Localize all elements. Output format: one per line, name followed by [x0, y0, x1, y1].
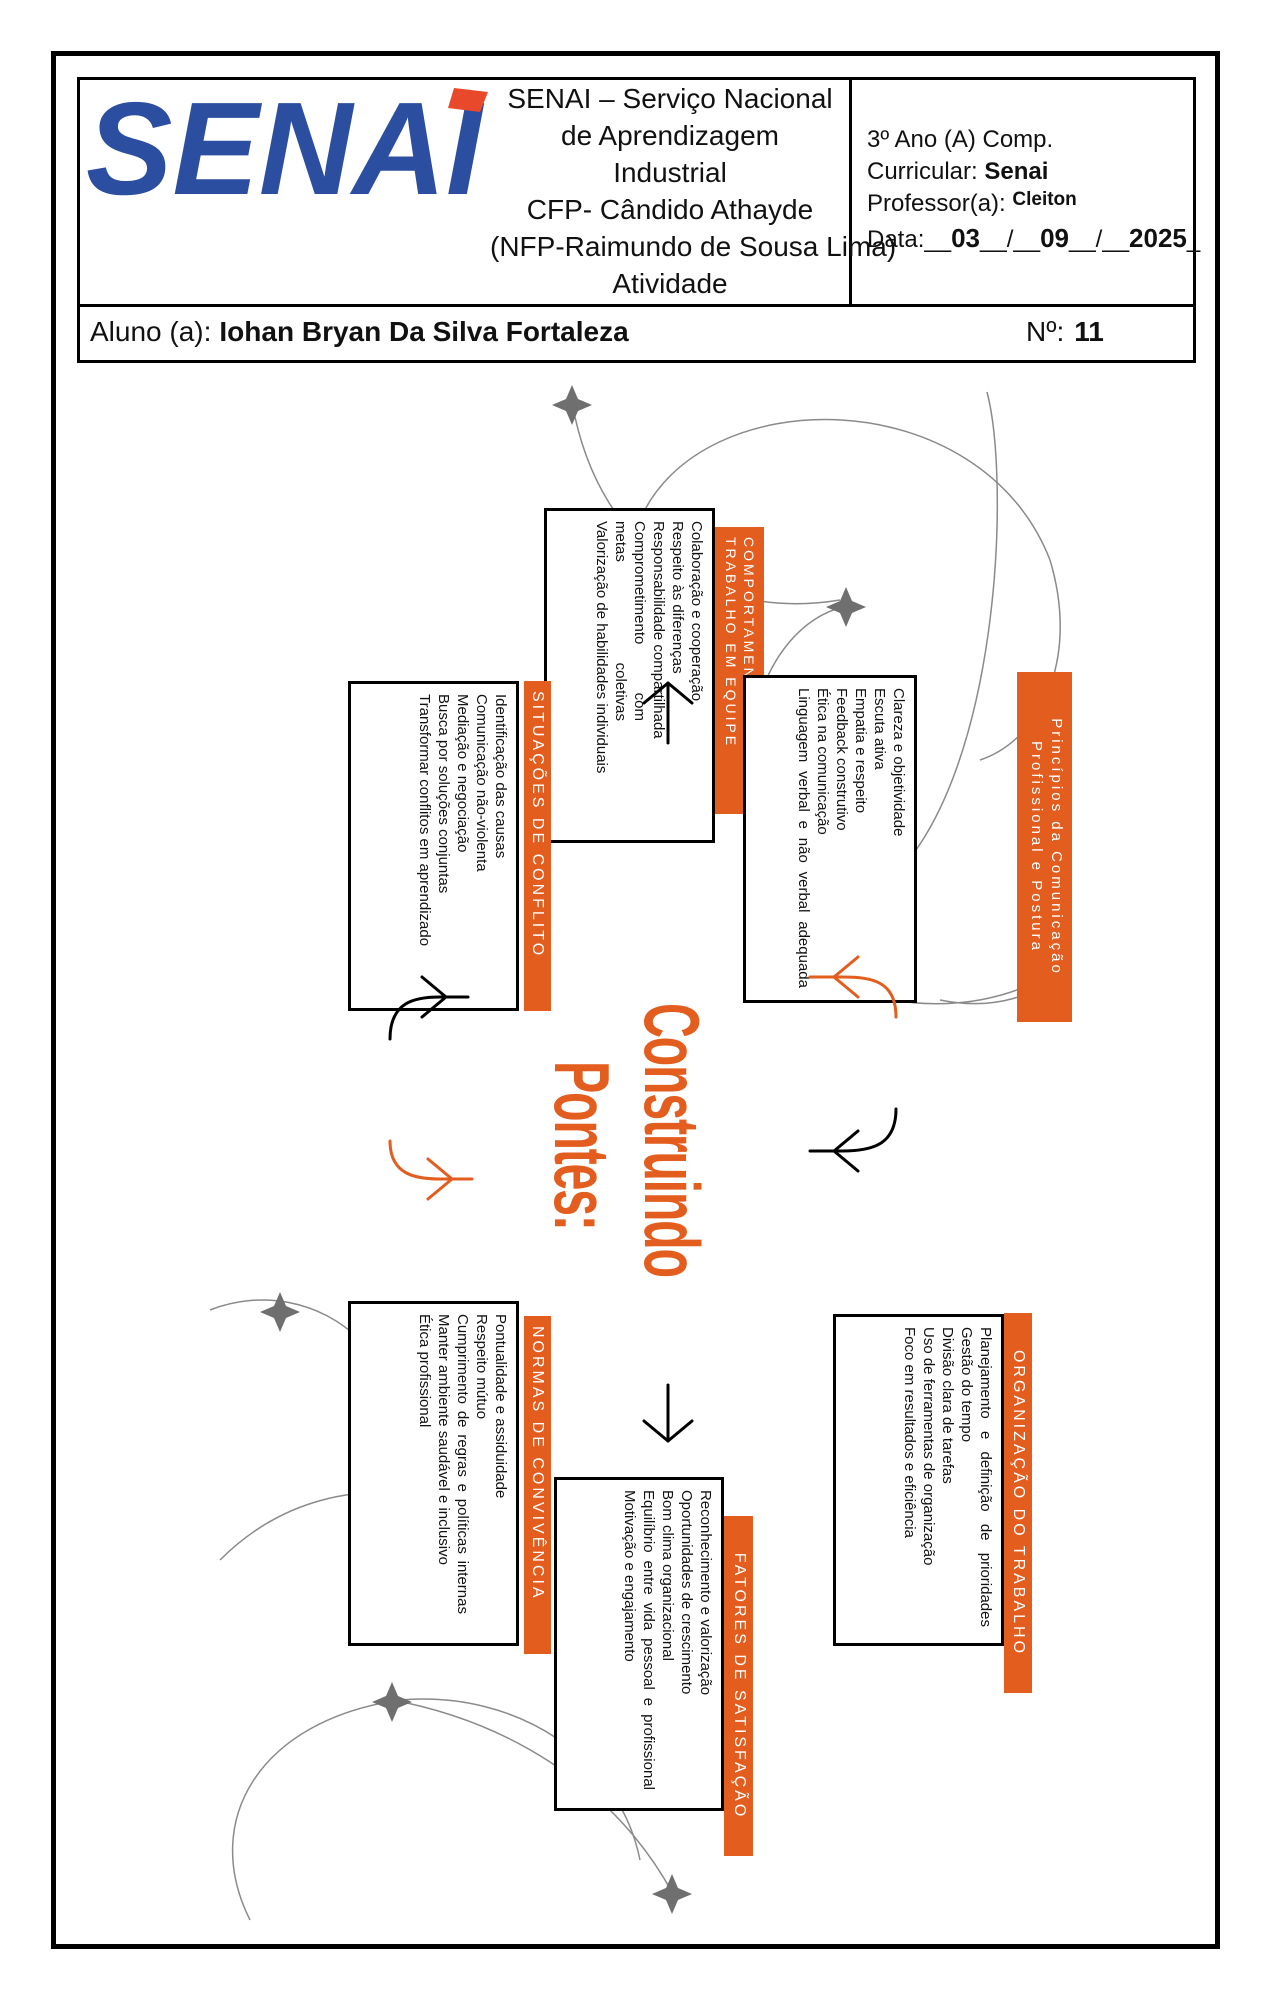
arrow-icon: [388, 1139, 474, 1201]
institution-line: Industrial: [613, 157, 727, 188]
star-icon: [372, 1682, 412, 1722]
decorative-arc: [391, 1699, 673, 1893]
institution-line: Atividade: [612, 268, 728, 299]
student-name: Iohan Bryan Da Silva Fortaleza: [219, 316, 629, 347]
class-line: 3º Ano (A) Comp.: [867, 126, 1054, 153]
student-label: Aluno (a):: [90, 316, 212, 347]
page-frame: [51, 51, 1220, 1949]
header-divider-vertical: [849, 80, 852, 304]
number-value: 11: [1074, 316, 1104, 347]
class-info: 3º Ano (A) Comp. Curricular: Senai Profe…: [867, 126, 1201, 253]
student-line: Aluno (a):Iohan Bryan Da Silva Fortaleza: [90, 316, 629, 348]
date-label: Data:: [867, 226, 925, 253]
teacher-label: Professor(a):: [867, 190, 1006, 217]
curricular-value: Senai: [984, 158, 1049, 185]
star-icon: [552, 385, 592, 425]
curricular-label: Curricular:: [867, 158, 978, 185]
star-icon: [826, 587, 866, 627]
header-box: SENAI SENAI – Serviço Nacional de Aprend…: [77, 77, 1200, 363]
star-icon: [652, 1874, 692, 1914]
arrow-icon: [642, 1383, 694, 1443]
institution-line: (NFP-Raimundo de Sousa Lima): [490, 231, 897, 262]
number-label: Nº:: [1026, 316, 1065, 347]
arrow-icon: [808, 955, 898, 1019]
svg-text:SENAI: SENAI: [86, 86, 484, 204]
date-year: 2025: [1129, 223, 1187, 253]
header-divider-horizontal: [80, 304, 1193, 307]
mindmap: Construindo Pontes: COMPORTAMENTO E TRAB…: [179, 381, 1092, 1966]
arrow-icon: [642, 681, 694, 745]
arrow-icon: [388, 975, 470, 1041]
institution-line: SENAI – Serviço Nacional: [507, 83, 833, 114]
teacher-value: Cleiton: [1012, 189, 1077, 210]
star-icon: [260, 1292, 300, 1332]
institution-line: CFP- Cândido Athayde: [526, 194, 814, 225]
date-month: 09: [1040, 223, 1069, 253]
institution-line: de Aprendizagem: [561, 120, 779, 151]
connector-arrows: [388, 681, 898, 1443]
senai-logo: SENAI: [86, 86, 488, 204]
number-line: Nº: 11: [1026, 316, 1104, 348]
decorative-arc: [209, 1299, 361, 1341]
date-day: 03: [951, 223, 980, 253]
arrow-icon: [808, 1107, 898, 1173]
decorative-arc: [899, 391, 999, 871]
institution-block: SENAI – Serviço Nacional de Aprendizagem…: [490, 80, 897, 302]
